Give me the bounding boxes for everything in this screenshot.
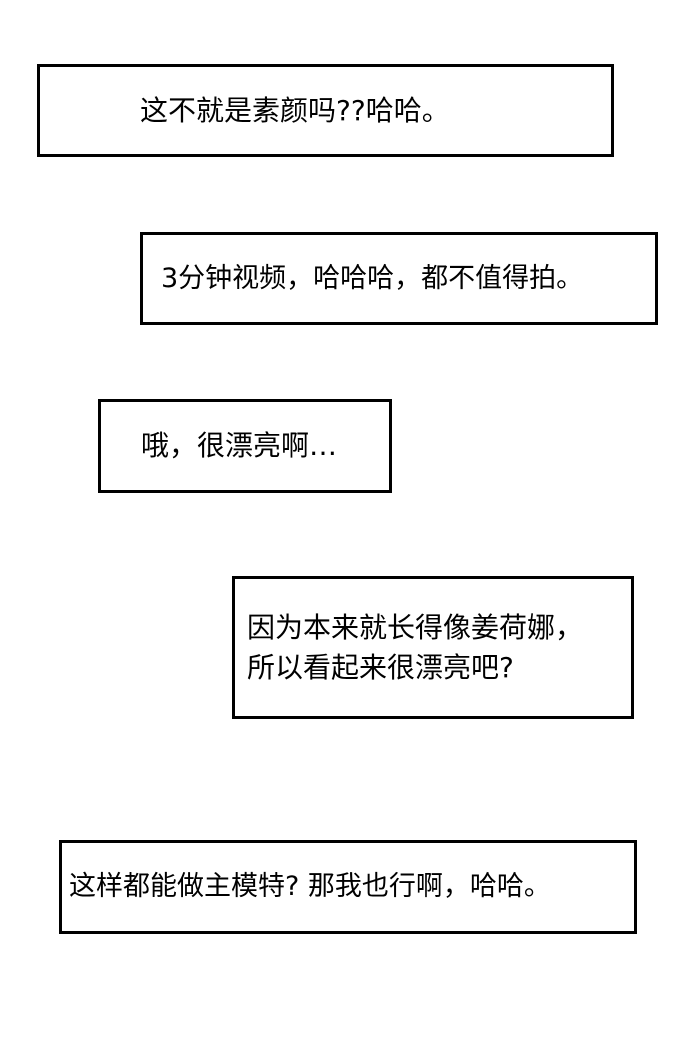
speech-bubble-1: 这不就是素颜吗??哈哈。 <box>37 64 614 157</box>
speech-bubble-4: 因为本来就长得像姜荷娜， 所以看起来很漂亮吧? <box>232 576 634 719</box>
bubble-text: 3分钟视频，哈哈哈，都不值得拍。 <box>161 259 583 299</box>
bubble-text: 哦，很漂亮啊… <box>141 426 337 466</box>
bubble-line: 所以看起来很漂亮吧? <box>247 650 514 684</box>
bubble-line: 因为本来就长得像姜荷娜， <box>247 610 584 644</box>
speech-bubble-5: 这样都能做主模特? 那我也行啊，哈哈。 <box>59 840 637 934</box>
bubble-line: 3分钟视频，哈哈哈，都不值得拍。 <box>161 262 584 294</box>
bubble-line: 这样都能做主模特? 那我也行啊，哈哈。 <box>69 871 551 902</box>
bubble-text: 这样都能做主模特? 那我也行啊，哈哈。 <box>69 867 551 907</box>
speech-bubble-2: 3分钟视频，哈哈哈，都不值得拍。 <box>140 232 658 325</box>
bubble-line: 这不就是素颜吗??哈哈。 <box>140 93 450 127</box>
speech-bubble-3: 哦，很漂亮啊… <box>98 399 392 493</box>
bubble-text: 因为本来就长得像姜荷娜， 所以看起来很漂亮吧? <box>247 608 583 688</box>
bubble-text: 这不就是素颜吗??哈哈。 <box>140 91 450 131</box>
bubble-line: 哦，很漂亮啊… <box>141 429 338 462</box>
